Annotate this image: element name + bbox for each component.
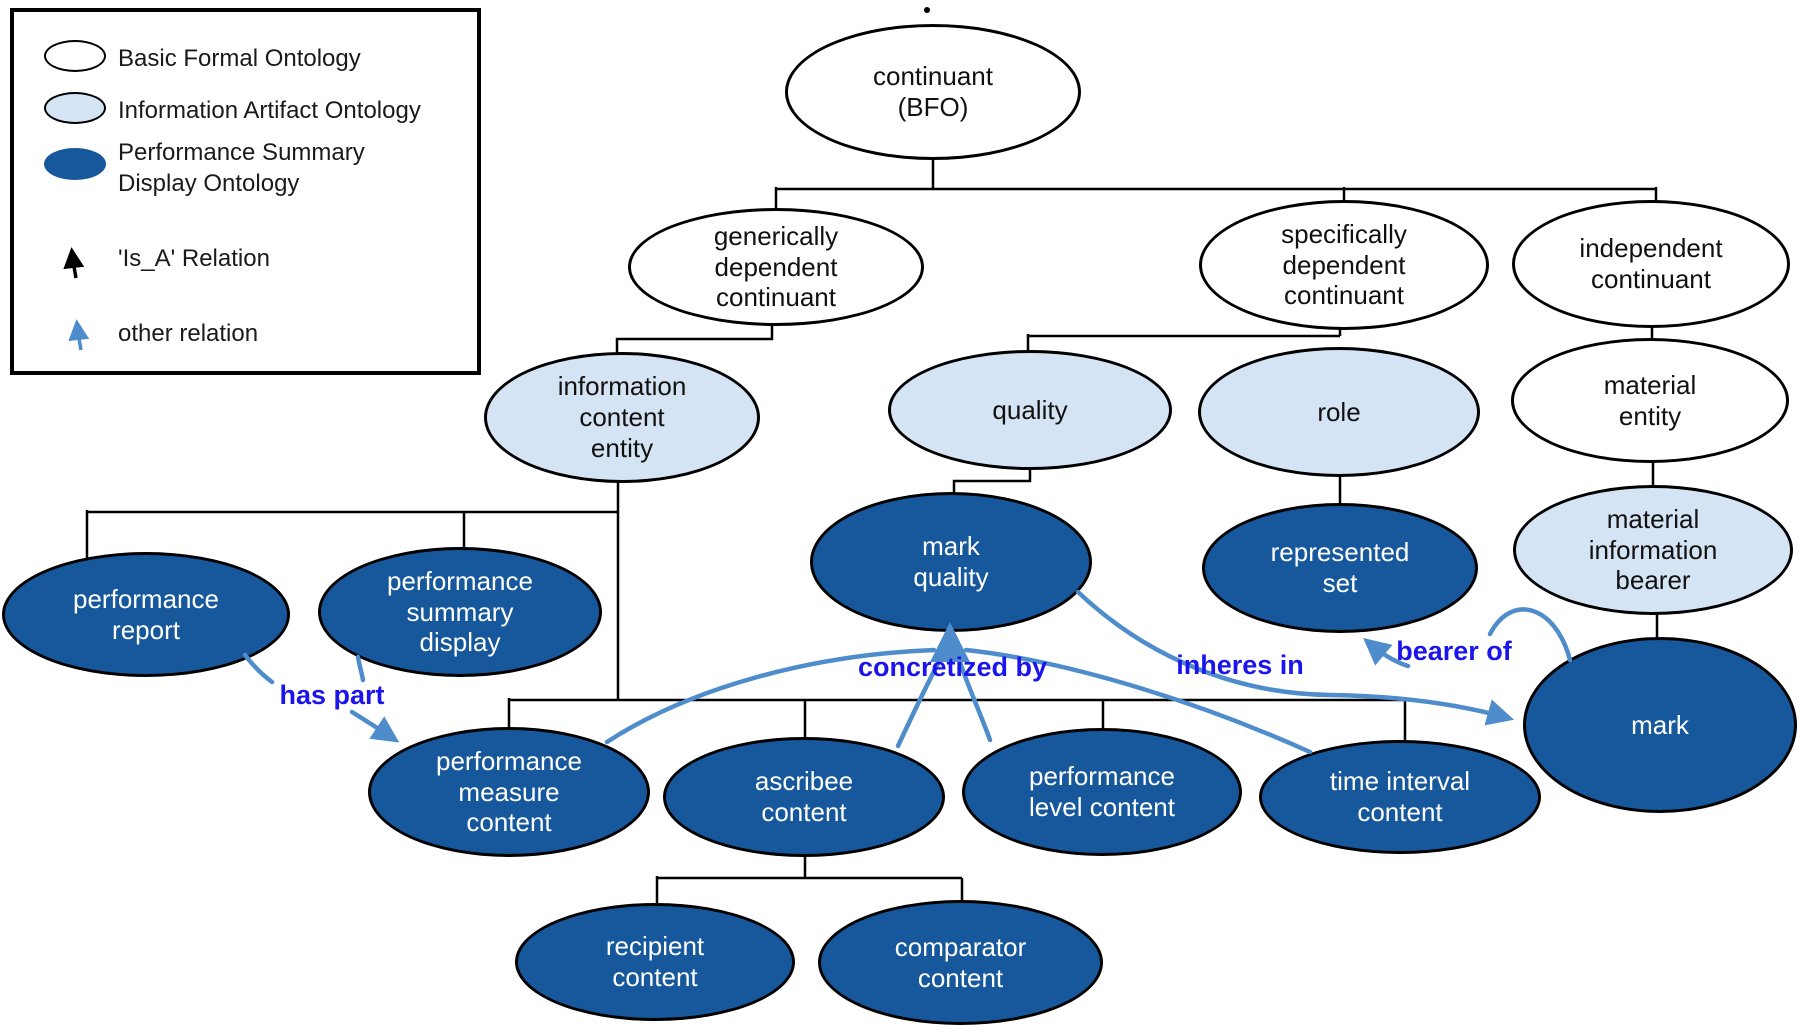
node-label: material entity [1603, 369, 1697, 431]
node-label: recipient content [605, 931, 705, 992]
legend-iao-swatch [44, 92, 106, 124]
node-generically-dependent-continuant: generically dependent continuant [628, 208, 924, 326]
top-stub-dot [924, 7, 930, 13]
node-label: comparator content [894, 931, 1027, 993]
node-label: performance summary display [387, 565, 533, 658]
node-label: specifically dependent continuant [1281, 218, 1407, 311]
node-information-content-entity: information content entity [484, 352, 760, 483]
node-material-entity: material entity [1511, 338, 1789, 463]
node-continuant: continuant (BFO) [785, 24, 1081, 160]
legend-other-relation-label: other relation [118, 320, 259, 347]
node-label: role [1317, 396, 1361, 427]
legend: Basic Formal Ontology Information Artifa… [10, 8, 481, 375]
inheres-in-label: inheres in [1176, 650, 1304, 680]
legend-isa-label: 'Is_A' Relation [118, 245, 270, 272]
node-recipient-content: recipient content [515, 903, 795, 1021]
node-performance-summary-display: performance summary display [318, 547, 602, 677]
node-mark: mark [1523, 637, 1797, 813]
node-independent-continuant: independent continuant [1512, 200, 1790, 328]
node-comparator-content: comparator content [818, 900, 1103, 1025]
node-time-interval-content: time interval content [1259, 740, 1541, 854]
legend-iao-label: Information Artifact Ontology [118, 97, 421, 124]
node-label: mark quality [913, 531, 989, 592]
node-label: continuant (BFO) [873, 61, 993, 122]
node-represented-set: represented set [1202, 503, 1478, 633]
node-performance-measure-content: performance measure content [368, 727, 650, 857]
node-label: time interval content [1329, 766, 1471, 827]
legend-psdo-swatch [44, 148, 106, 180]
node-label: performance report [73, 583, 219, 645]
has-part-tail-from-performance-report [242, 652, 275, 685]
node-label: generically dependent continuant [713, 220, 839, 313]
concretized-by-label: concretized by [857, 652, 1048, 682]
node-performance-report: performance report [2, 552, 290, 677]
has-part-label: has part [279, 680, 385, 710]
node-label: information content entity [557, 371, 687, 463]
bearer-of-label: bearer of [1396, 636, 1512, 666]
has-part-tail-from-psd [355, 654, 366, 683]
legend-bfo-swatch [44, 40, 106, 72]
node-mark-quality: mark quality [810, 492, 1092, 632]
node-label: independent continuant [1579, 233, 1723, 294]
legend-psdo-label: Performance Summary Display Ontology [118, 139, 365, 198]
node-label: mark [1631, 709, 1689, 740]
node-specifically-dependent-continuant: specifically dependent continuant [1199, 200, 1489, 330]
has-part-arrow [349, 709, 400, 743]
node-role: role [1198, 347, 1480, 477]
node-performance-level-content: performance level content [962, 728, 1242, 856]
node-label: performance measure content [436, 745, 582, 838]
node-label: ascribee content [754, 766, 854, 827]
node-label: quality [992, 394, 1068, 425]
legend-bfo-label: Basic Formal Ontology [118, 45, 361, 72]
other-relation-arrow-icon [68, 319, 90, 351]
node-label: material information bearer [1588, 503, 1718, 596]
node-label: represented set [1270, 537, 1410, 598]
node-material-information-bearer: material information bearer [1513, 485, 1793, 615]
is-a-arrow-icon [63, 247, 85, 279]
node-label: performance level content [1029, 761, 1175, 822]
node-ascribee-content: ascribee content [663, 737, 945, 857]
node-quality: quality [888, 350, 1172, 470]
